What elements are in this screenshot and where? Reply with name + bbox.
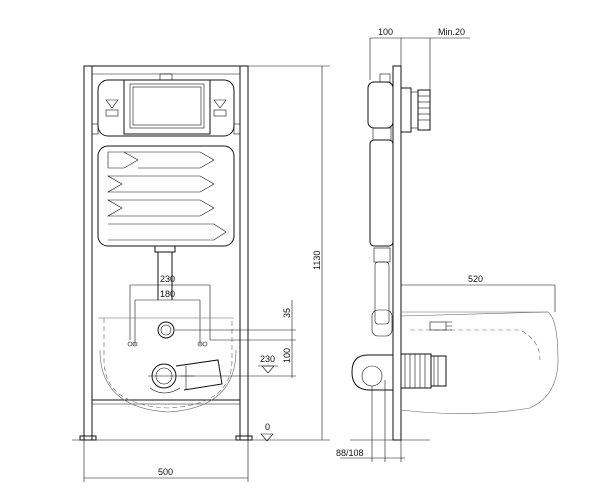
dim-frame-depth: 100 [378,27,393,37]
dim-pan-depth: 520 [468,274,483,284]
vertical-dimensions: 1130 35 100 230 0 [175,65,330,442]
dim-width: 500 [158,467,173,477]
dim-outlet-inner: 180 [160,289,175,299]
dim-outlet-outer: 230 [160,274,175,284]
flush-button-profile [400,87,431,133]
wc-pan-profile [400,311,559,414]
mounting-plate [98,317,237,413]
frame-plate [392,65,402,441]
pan-depth-dimension: 520 [401,274,556,312]
pipe-offset-dimension: 88/108 [336,380,405,462]
dim-pipe-offset: 88/108 [336,448,364,458]
front-view: 230 180 [72,65,330,482]
dim-drain-height: 230 [260,354,275,364]
dim-offset-mid: 100 [282,348,292,363]
dim-min-gap: Min.20 [438,27,465,37]
dim-offset-small: 35 [282,308,292,318]
flush-plate [91,73,241,137]
cistern-tank [97,145,235,247]
bolt-spacing-dimensions: 230 180 [129,274,211,345]
dim-height: 1130 [312,251,322,270]
side-view: 100 Min.20 [336,27,559,462]
drain-bend [351,353,447,391]
width-dimension: 500 [83,440,249,482]
flush-pipe [154,245,176,300]
top-dimensions: 100 Min.20 [369,27,470,90]
dim-floor: 0 [265,422,270,432]
drain-elbow [148,359,223,394]
cistern-side [367,73,394,337]
